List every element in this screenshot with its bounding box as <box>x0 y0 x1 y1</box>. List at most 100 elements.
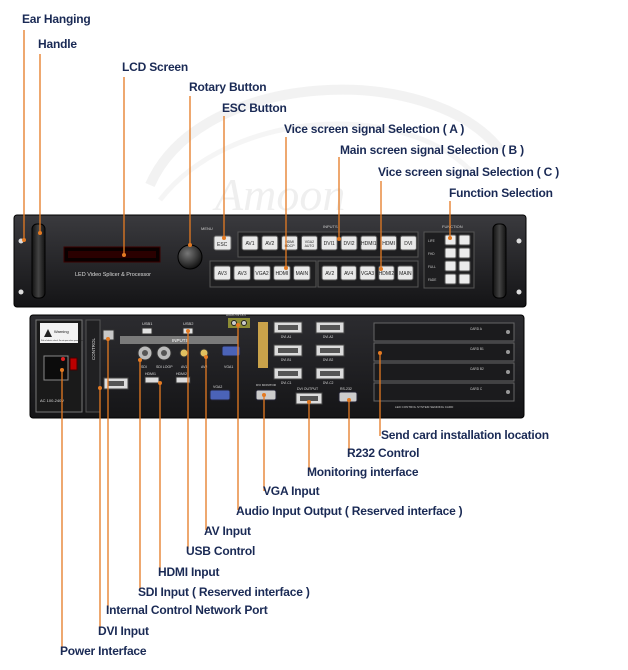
input-top-button-5[interactable] <box>340 235 358 251</box>
function-side-label: LIFE <box>428 239 435 243</box>
function-button[interactable] <box>444 260 457 272</box>
callout-dvi-input: DVI Input <box>98 624 149 638</box>
input-a-button-4[interactable] <box>293 265 311 281</box>
model-label: LED Video Splicer & Processor <box>75 272 151 278</box>
callout-function-selection: Function Selection <box>449 186 553 200</box>
callout-hdmi-input: HDMI Input <box>158 565 220 579</box>
audio-jack-in[interactable] <box>231 320 237 326</box>
input-a-button-2[interactable] <box>253 265 271 281</box>
dvi-output-label: DVI OUTPUT <box>297 387 319 391</box>
function-button[interactable] <box>444 247 457 259</box>
usb1-port[interactable] <box>141 327 153 335</box>
ear-hole-left-2 <box>18 289 24 295</box>
function-side-label: FADE <box>428 278 436 282</box>
function-button[interactable] <box>458 273 471 285</box>
audio-label: AUDIO IN OUT <box>226 313 247 317</box>
vga1-label: VGA1 <box>224 365 233 369</box>
callout-audio-io: Audio Input Output ( Reserved interface … <box>236 504 463 518</box>
av1-label: AV1 <box>181 365 187 369</box>
input-top-button-label: AUTO <box>305 244 315 248</box>
function-button[interactable] <box>458 234 471 246</box>
input-c-button-label: MAIN <box>399 271 412 277</box>
input-top-button-4[interactable] <box>320 235 338 251</box>
dvi-input-label: DVI-A1 <box>281 335 292 339</box>
input-top-button-label: HDMI <box>382 241 395 247</box>
inputs-label: INPUTS <box>323 224 338 229</box>
vga2-label: VGA2 <box>213 385 222 389</box>
ear-hole-right <box>516 238 522 244</box>
input-a-button-label: VGA2 <box>255 271 269 277</box>
rotary-knob[interactable] <box>177 244 203 270</box>
input-top-button-3[interactable] <box>300 235 318 251</box>
sdi-label: SDI <box>141 365 147 369</box>
input-c-button-2[interactable] <box>359 265 376 281</box>
av2-label: AV2 <box>201 365 207 369</box>
hdmi1-port[interactable] <box>144 376 160 384</box>
input-top-button-6[interactable] <box>360 235 378 251</box>
leader-lines <box>23 30 451 651</box>
card-bay <box>373 382 515 402</box>
leader-dots <box>22 231 452 404</box>
input-top-button-0[interactable] <box>241 235 259 251</box>
audio-jack-out[interactable] <box>241 320 247 326</box>
callout-main-b: Main screen signal Selection ( B ) <box>340 143 524 157</box>
callout-lcd-screen: LCD Screen <box>122 60 189 74</box>
input-a-button-0[interactable] <box>213 265 231 281</box>
callout-ear-hanging: Ear Hanging <box>22 12 91 26</box>
rs232-label: RS-232 <box>340 387 352 391</box>
front-panel: LED Video Splicer & Processor MENU ESC I… <box>13 214 527 308</box>
callout-network-port: Internal Control Network Port <box>106 603 268 617</box>
card-bay <box>373 362 515 382</box>
card-bay-label: CARD A <box>470 327 483 331</box>
input-a-button-label: HDMI <box>276 271 289 277</box>
callout-r232: R232 Control <box>347 446 420 460</box>
esc-label: ESC <box>217 242 228 248</box>
card-bay-label: CARD B2 <box>470 367 484 371</box>
callout-sdi-input: SDI Input ( Reserved interface ) <box>138 585 310 599</box>
rear-inputs-label: INPUTS <box>172 338 189 343</box>
input-top-button-1[interactable] <box>261 235 279 251</box>
input-top-button-label: HDMI <box>285 240 294 244</box>
function-button[interactable] <box>458 260 471 272</box>
warning-title: Warning <box>54 329 69 334</box>
vga2-port[interactable] <box>209 389 231 401</box>
input-c-button-label: AV4 <box>344 271 353 277</box>
esc-button[interactable] <box>213 235 232 251</box>
input-c-button-0[interactable] <box>321 265 338 281</box>
input-top-button-label: HDCP <box>285 244 296 248</box>
function-button-grid <box>444 234 471 285</box>
card-note: LED CONTROL SYSTEM SENDING CARD <box>395 405 454 409</box>
input-c-button-4[interactable] <box>397 265 414 281</box>
ear-hole-right-2 <box>516 289 522 295</box>
input-top-button-8[interactable] <box>399 235 417 251</box>
dvi-input-label: DVI-B1 <box>281 358 292 362</box>
rs232-port[interactable] <box>338 391 358 403</box>
power-indicator <box>61 357 65 361</box>
vga1-port[interactable] <box>221 345 241 357</box>
power-switch[interactable] <box>69 357 78 371</box>
callout-vice-a: Vice screen signal Selection ( A ) <box>284 122 465 136</box>
callout-power-interface: Power Interface <box>60 644 147 658</box>
hdmi2-port[interactable] <box>175 376 191 384</box>
input-a-button-1[interactable] <box>233 265 251 281</box>
handle-left <box>31 223 46 299</box>
callout-esc-button: ESC Button <box>222 101 287 115</box>
input-top-button-label: AV2 <box>265 241 274 247</box>
function-button[interactable] <box>458 247 471 259</box>
av1-rca[interactable] <box>179 348 189 358</box>
input-top-button-label: HDMI1 <box>361 241 377 247</box>
callout-vga-input: VGA Input <box>263 484 320 498</box>
hdmi2-label: HDMI2 <box>176 372 187 376</box>
dvi-monitor-label: DVI MONITOR <box>256 383 277 387</box>
usb1-label: USB1 <box>142 321 153 326</box>
function-button[interactable] <box>444 273 457 285</box>
input-c-button-1[interactable] <box>340 265 357 281</box>
dvi-input-label: DVI-B2 <box>323 358 334 362</box>
usb2-label: USB2 <box>183 321 194 326</box>
sdi-loop-label: SDI LOOP <box>156 365 173 369</box>
